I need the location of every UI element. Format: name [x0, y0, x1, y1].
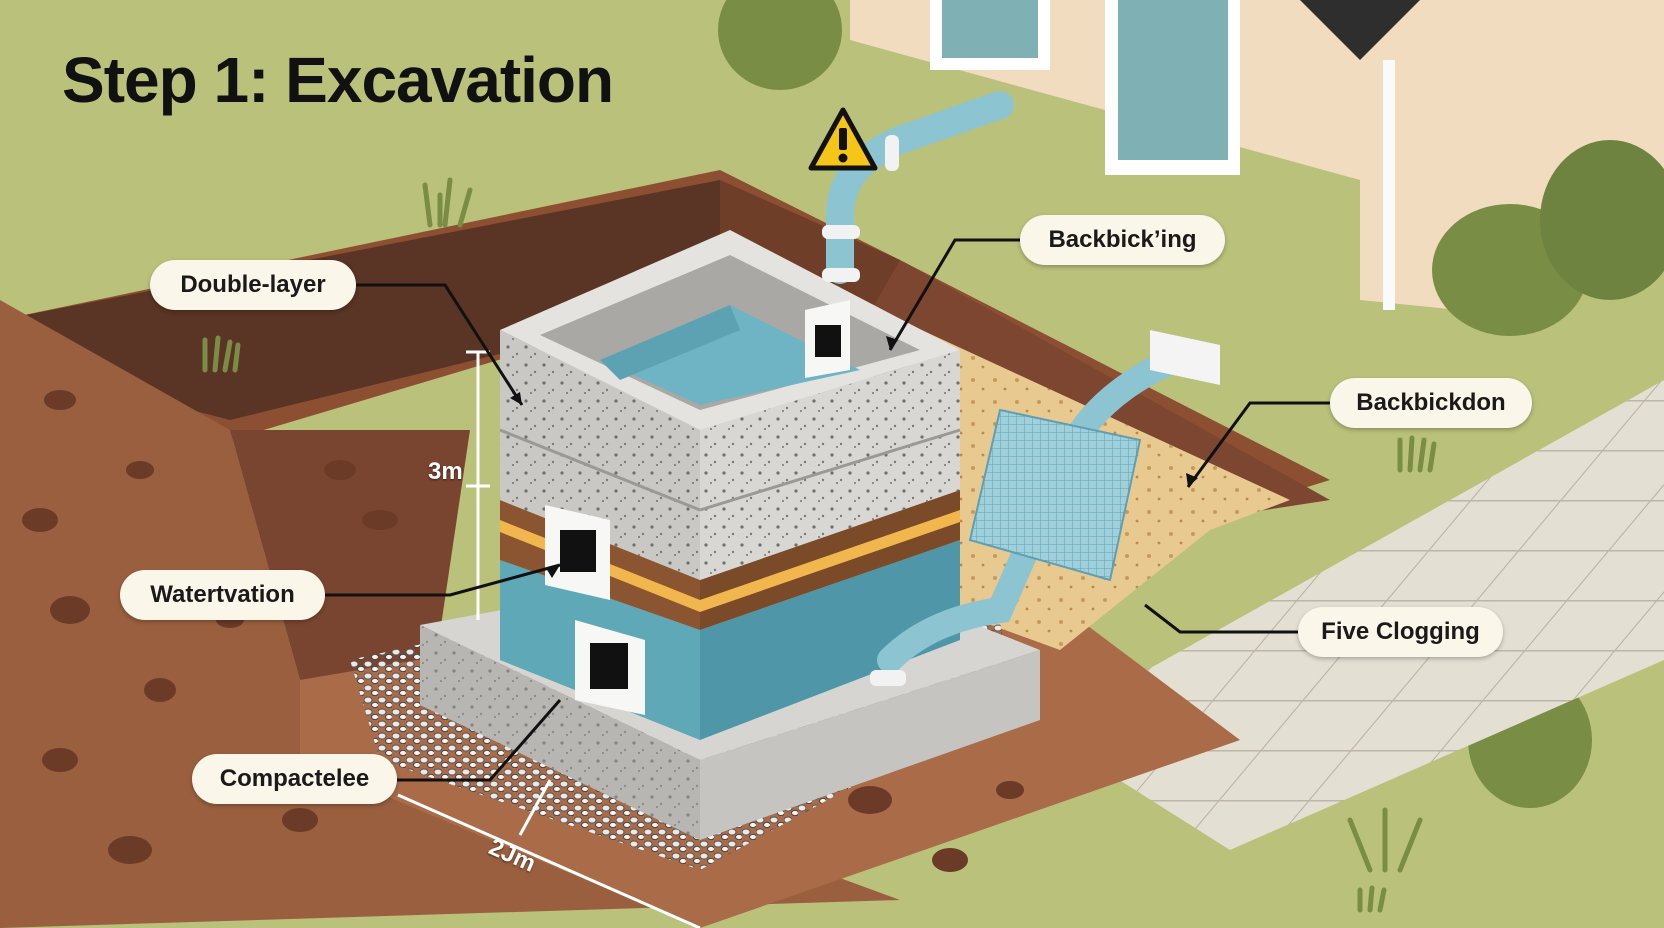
grass-tufts [202, 177, 1437, 913]
leader-arrowheads [510, 336, 1198, 578]
soil-texture [22, 390, 1024, 872]
dimension-height-label: 3m [428, 458, 463, 485]
callout-double-layer: Double-layer [150, 260, 356, 310]
geotextile-mesh [968, 408, 1142, 582]
page-title: Step 1: Excavation [62, 44, 614, 116]
leader-lines [325, 238, 1330, 782]
tank-openings [545, 300, 850, 715]
callout-five-clogging: Five Clogging [1298, 607, 1503, 657]
warning-triangle-icon [808, 107, 878, 171]
callout-backbickdon: Backbickdon [1330, 378, 1532, 428]
callout-watertvation: Watertvation [120, 570, 325, 620]
dimension-lines [397, 350, 701, 928]
callout-compactelee: Compactelee [192, 754, 397, 804]
callout-backbicking: Backbick’ing [1020, 215, 1225, 265]
